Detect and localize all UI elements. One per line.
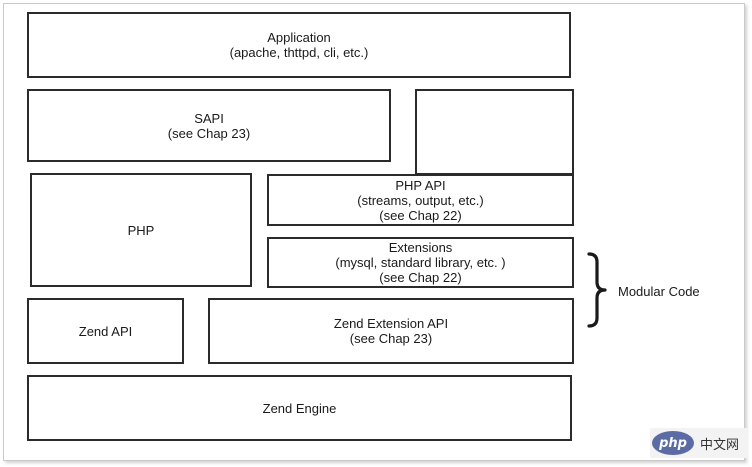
- watermark-site-text: 中文网: [700, 437, 740, 453]
- zend-extension-api-box: Zend Extension API (see Chap 23): [208, 298, 574, 364]
- php-api-title: PHP API: [395, 177, 446, 193]
- zend-api-title: Zend API: [78, 323, 133, 339]
- blank-box: [415, 89, 574, 175]
- extensions-subtitle: (mysql, standard library, etc. ): [335, 255, 506, 270]
- sapi-title: SAPI: [194, 110, 224, 126]
- extensions-title: Extensions: [388, 240, 453, 255]
- php-api-subtitle: (streams, output, etc.): [357, 192, 484, 208]
- extensions-box: Extensions (mysql, standard library, etc…: [267, 237, 574, 288]
- sapi-subtitle: (see Chap 23): [167, 125, 251, 141]
- modular-code-brace-icon: [587, 252, 607, 328]
- extensions-chapter: (see Chap 22): [379, 270, 462, 285]
- php-api-chapter: (see Chap 22): [379, 207, 462, 223]
- php-box: PHP: [30, 173, 252, 287]
- zend-extension-api-subtitle: (see Chap 23): [349, 331, 433, 346]
- application-subtitle: (apache, thttpd, cli, etc.): [229, 45, 369, 60]
- application-title: Application: [267, 30, 331, 45]
- php-api-box: PHP API (streams, output, etc.) (see Cha…: [267, 174, 574, 226]
- zend-extension-api-title: Zend Extension API: [333, 316, 449, 331]
- php-logo: php: [652, 431, 694, 455]
- modular-code-label: Modular Code: [618, 284, 700, 299]
- sapi-box: SAPI (see Chap 23): [27, 89, 391, 162]
- php-title: PHP: [127, 222, 155, 238]
- site-watermark: php 中文网: [650, 428, 748, 458]
- zend-engine-title: Zend Engine: [262, 400, 337, 416]
- zend-engine-box: Zend Engine: [27, 375, 572, 441]
- application-box: Application (apache, thttpd, cli, etc.): [27, 12, 571, 78]
- zend-api-box: Zend API: [27, 298, 184, 364]
